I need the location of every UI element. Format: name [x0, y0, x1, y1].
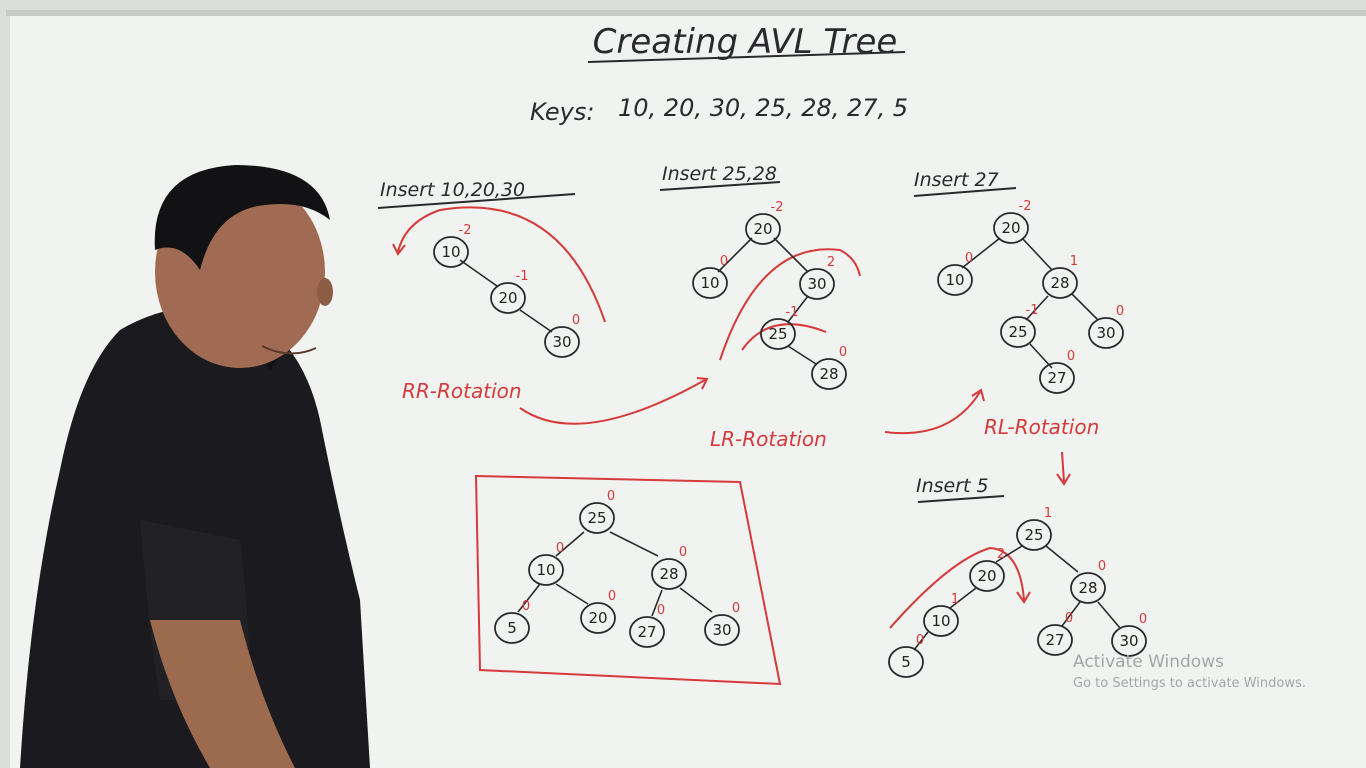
step3-node-label-4: 30	[1096, 324, 1115, 342]
step2-node-label-2: 30	[807, 275, 826, 293]
step3-balance-factor-3: -1	[1026, 303, 1039, 318]
final-tree-balance-factor-1: 0	[556, 541, 564, 556]
step4-node-label-5: 30	[1119, 632, 1138, 650]
step2-node-4	[811, 358, 847, 390]
step4-node-label-2: 28	[1078, 579, 1097, 597]
step4-balance-factor-0: 1	[1044, 506, 1052, 521]
step4-node-5	[1111, 625, 1147, 657]
step3-heading: Insert 27	[914, 169, 999, 191]
final-tree-balance-factor-5: 0	[657, 603, 665, 618]
final-tree-node-1	[528, 554, 564, 586]
step4-node-1	[969, 560, 1005, 592]
step4-node-0	[1016, 519, 1052, 551]
step1-balance-factor-1: -1	[516, 269, 529, 284]
step3-node-5	[1039, 362, 1075, 394]
step1-heading: Insert 10,20,30	[380, 179, 525, 201]
final-tree-balance-factor-2: 0	[679, 545, 687, 560]
step2-node-3	[760, 318, 796, 350]
step4-node-6	[888, 646, 924, 678]
final-tree-balance-factor-3: 0	[522, 599, 530, 614]
step1-node-0	[433, 236, 469, 268]
step3-balance-factor-0: -2	[1019, 199, 1032, 214]
step4-node-label-1: 20	[977, 567, 996, 585]
final-tree-node-6	[704, 614, 740, 646]
rl-rotation-label: RL-Rotation	[984, 415, 1099, 439]
step4-balance-factor-4: 0	[1065, 611, 1073, 626]
final-tree-balance-factor-6: 0	[732, 601, 740, 616]
final-tree-node-2	[651, 558, 687, 590]
step4-node-label-3: 10	[931, 612, 950, 630]
step4-node-3	[923, 605, 959, 637]
step2-node-0	[745, 213, 781, 245]
final-tree-node-5	[629, 616, 665, 648]
final-tree-node-label-3: 5	[507, 619, 517, 637]
lr-rotation-label: LR-Rotation	[710, 427, 827, 451]
final-tree-node-label-6: 30	[712, 621, 731, 639]
watermark-title: Activate Windows	[1073, 652, 1224, 672]
step3-node-label-5: 27	[1047, 369, 1066, 387]
step4-node-4	[1037, 624, 1073, 656]
step3-balance-factor-5: 0	[1067, 349, 1075, 364]
step4-balance-factor-3: 1	[951, 592, 959, 607]
final-tree-node-label-4: 20	[588, 609, 607, 627]
step4-node-label-0: 25	[1024, 526, 1043, 544]
step3-balance-factor-1: 0	[965, 251, 973, 266]
step3-node-label-2: 28	[1050, 274, 1069, 292]
step2-node-label-0: 20	[753, 220, 772, 238]
step2-balance-factor-0: -2	[771, 200, 784, 215]
step4-balance-factor-6: 0	[916, 633, 924, 648]
final-tree-balance-factor-4: 0	[608, 589, 616, 604]
watermark-subtitle: Go to Settings to activate Windows.	[1073, 676, 1306, 691]
final-tree-node-3	[494, 612, 530, 644]
step3-node-3	[1000, 316, 1036, 348]
final-tree-node-label-5: 27	[637, 623, 656, 641]
step1-balance-factor-0: -2	[459, 223, 472, 238]
keys-values: 10, 20, 30, 25, 28, 27, 5	[618, 94, 908, 122]
final-tree-node-label-0: 25	[587, 509, 606, 527]
keys-label: Keys:	[530, 98, 594, 126]
step2-balance-factor-2: 2	[827, 255, 835, 270]
step1-node-1	[490, 282, 526, 314]
final-tree-node-0	[579, 502, 615, 534]
step4-node-label-6: 5	[901, 653, 911, 671]
step2-balance-factor-3: -1	[786, 305, 799, 320]
step3-node-1	[937, 264, 973, 296]
step3-node-label-0: 20	[1001, 219, 1020, 237]
step4-balance-factor-5: 0	[1139, 612, 1147, 627]
step2-node-label-3: 25	[768, 325, 787, 343]
step3-balance-factor-2: 1	[1070, 254, 1078, 269]
step2-heading: Insert 25,28	[662, 163, 777, 185]
board-title: Creating AVL Tree	[593, 22, 898, 62]
step2-balance-factor-1: 0	[720, 254, 728, 269]
step4-node-2	[1070, 572, 1106, 604]
activate-windows-watermark: Activate Windows Go to Settings to activ…	[1073, 652, 1306, 691]
step2-node-2	[799, 268, 835, 300]
step3-node-0	[993, 212, 1029, 244]
step1-node-2	[544, 326, 580, 358]
rr-rotation-label: RR-Rotation	[402, 379, 522, 403]
step1-balance-factor-2: 0	[572, 313, 580, 328]
step3-node-2	[1042, 267, 1078, 299]
step3-node-label-3: 25	[1008, 323, 1027, 341]
step4-node-label-4: 27	[1045, 631, 1064, 649]
step2-node-1	[692, 267, 728, 299]
step4-heading: Insert 5	[916, 475, 989, 497]
step4-balance-factor-2: 0	[1098, 559, 1106, 574]
step2-balance-factor-4: 0	[839, 345, 847, 360]
final-tree-node-label-1: 10	[536, 561, 555, 579]
step2-node-label-1: 10	[700, 274, 719, 292]
final-tree-node-label-2: 28	[659, 565, 678, 583]
step2-node-label-4: 28	[819, 365, 838, 383]
step1-node-label-1: 20	[498, 289, 517, 307]
final-tree-balance-factor-0: 0	[607, 489, 615, 504]
step1-node-label-0: 10	[441, 243, 460, 261]
step3-node-4	[1088, 317, 1124, 349]
step4-balance-factor-1: 2	[997, 547, 1005, 562]
step1-node-label-2: 30	[552, 333, 571, 351]
step3-balance-factor-4: 0	[1116, 304, 1124, 319]
final-tree-node-4	[580, 602, 616, 634]
step3-node-label-1: 10	[945, 271, 964, 289]
